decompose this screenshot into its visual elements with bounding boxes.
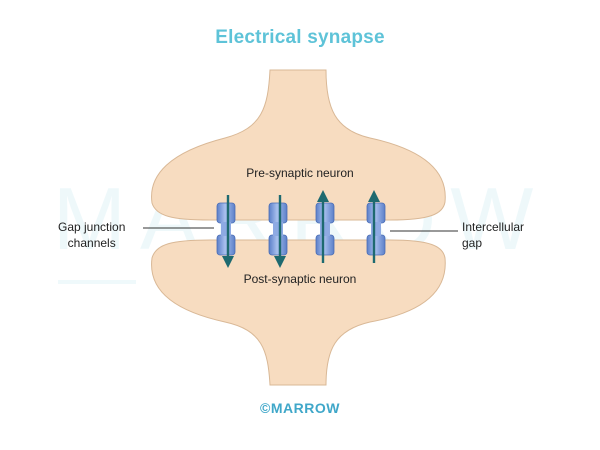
gap-junction-label: Gap junction channels bbox=[58, 219, 125, 251]
gap-junction-channel bbox=[366, 202, 386, 256]
gap-junction-label-line-2: channels bbox=[67, 236, 116, 250]
intercellular-gap-label: Intercellular gap bbox=[462, 219, 524, 251]
pre-synaptic-label: Pre-synaptic neuron bbox=[246, 166, 354, 180]
watermark-underline bbox=[58, 280, 136, 284]
pre-synaptic-neuron bbox=[151, 69, 446, 221]
gap-junction-channel bbox=[216, 202, 236, 256]
copyright-logo: ©MARROW bbox=[260, 400, 340, 416]
intercellular-gap-label-line-2: gap bbox=[462, 236, 483, 250]
gap-junction-channel bbox=[268, 202, 288, 256]
diagram-title: Electrical synapse bbox=[215, 27, 385, 48]
post-synaptic-neuron bbox=[151, 239, 446, 386]
gap-junction-label-line-1: Gap junction bbox=[58, 220, 126, 234]
gap-junction-channel bbox=[315, 202, 335, 256]
post-synaptic-label: Post-synaptic neuron bbox=[243, 272, 357, 286]
intercellular-gap-label-line-1: Intercellular bbox=[462, 220, 525, 234]
